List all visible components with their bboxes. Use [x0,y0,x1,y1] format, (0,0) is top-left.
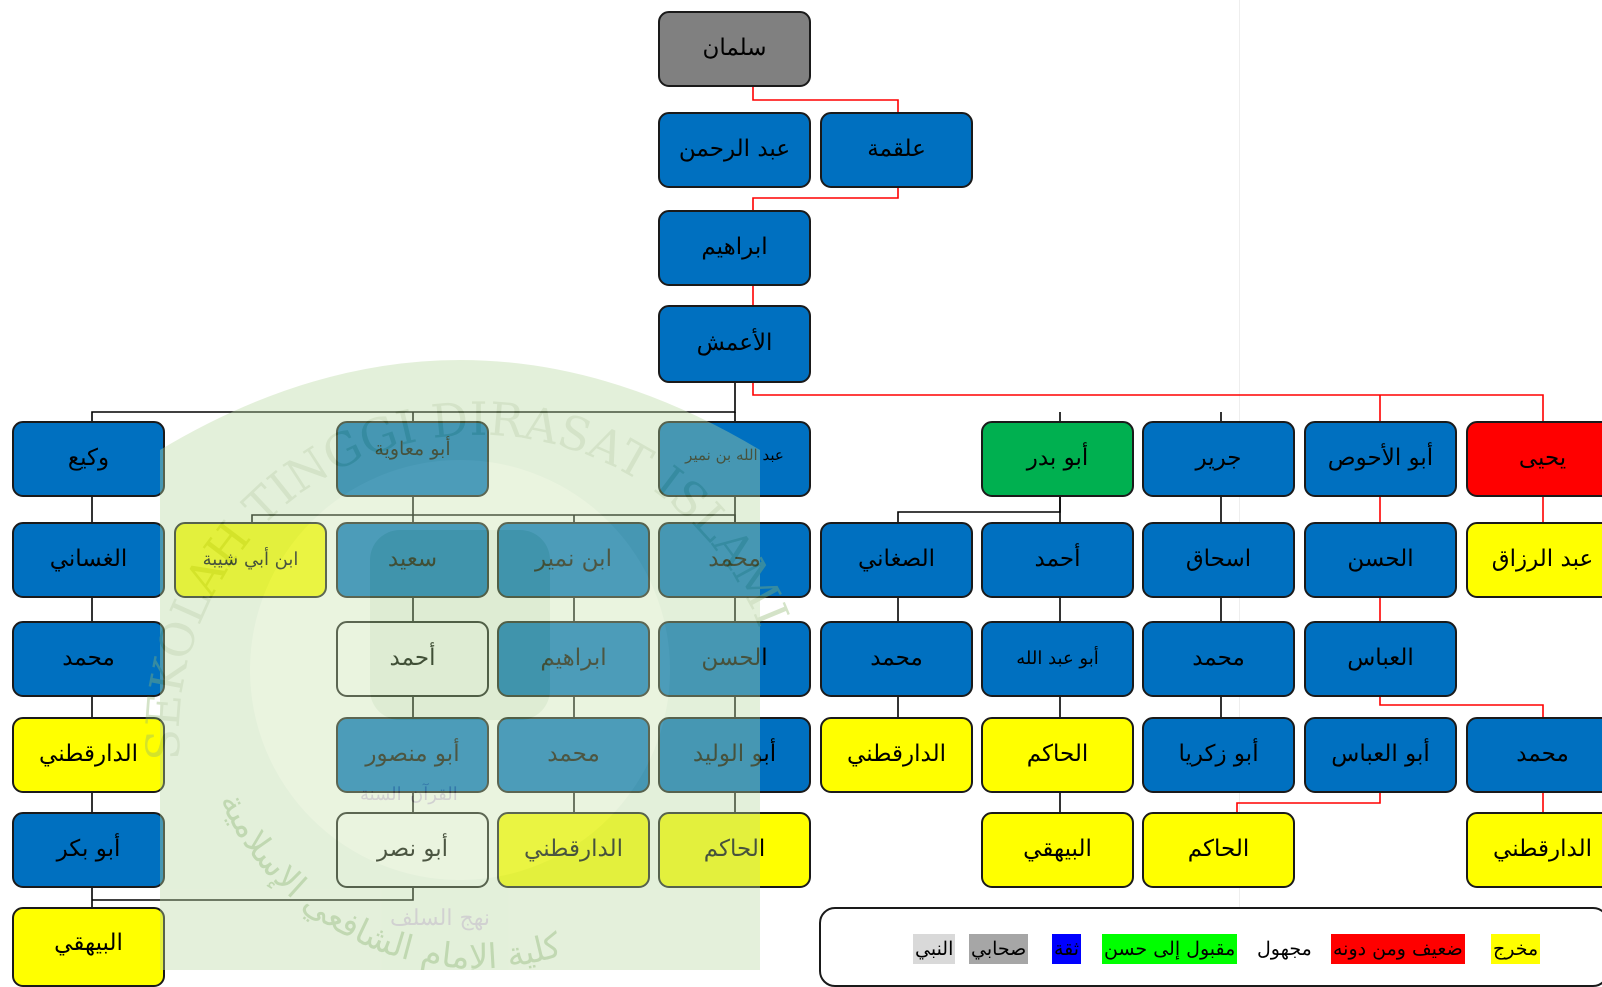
node-abu-abdullah: أبو عبد الله [981,621,1134,697]
node-abu-muawiya: أبو معاوية [336,421,489,497]
node-salman: سلمان [658,11,811,87]
node-abu-bakr: أبو بكر [12,812,165,888]
node-abu-abbas: أبو العباس [1304,717,1457,793]
node-ishaq: اسحاق [1142,522,1295,598]
node-saghani: الصغاني [820,522,973,598]
node-bayhaqi-hakim: البيهقي [981,812,1134,888]
node-abu-badr: أبو بدر [981,421,1134,497]
node-muhammad-ibrahim: محمد [497,717,650,793]
node-ibrahim: ابراهيم [658,210,811,286]
legend-thiqa: ثقة [1052,934,1082,964]
node-abbas: العباس [1304,621,1457,697]
node-ibrahim-numayr: ابراهيم [497,621,650,697]
node-abu-walid: أبو الوليد [658,717,811,793]
node-abu-ahwas: أبو الأحوص [1304,421,1457,497]
node-ahmad-saeed: أحمد [336,621,489,697]
node-ahmad-badr: أحمد [981,522,1134,598]
legend-maqbul: مقبول إلى حسن [1102,934,1238,964]
node-hasan-ahwas: الحسن [1304,522,1457,598]
node-daraqutni-saghani: الدارقطني [820,717,973,793]
node-muhammad-waki: محمد [12,621,165,697]
node-abdullah-ibn-numayr: عبد الله بن نمير [658,421,811,497]
legend-sahabi: صحابي [969,934,1029,964]
node-muhammad-2: محمد [658,522,811,598]
legend-daif: ضعيف ومن دونه [1331,934,1465,964]
node-waki: وكيع [12,421,165,497]
node-saeed: سعيد [336,522,489,598]
legend-mukharrij: مخرج [1491,934,1541,964]
node-hakim-zakariya: الحاكم [1142,812,1295,888]
node-yahya: يحيى [1466,421,1602,497]
node-hasan-2: الحسن [658,621,811,697]
node-jarir: جرير [1142,421,1295,497]
node-abdulrahman: عبد الرحمن [658,112,811,188]
node-aamash: الأعمش [658,305,811,383]
node-daraqutni-ibrahim: الدارقطني [497,812,650,888]
node-abdulrazzaq: عبد الرزاق [1466,522,1602,598]
legend-box: مخرج ضعيف ومن دونه مجهول مقبول إلى حسن ث… [819,907,1602,987]
node-abu-zakariya: أبو زكريا [1142,717,1295,793]
node-ibn-numayr: ابن نمير [497,522,650,598]
node-bayhaqi-bakr: البيهقي [12,907,165,987]
legend-nabi: النبي [913,934,956,964]
node-alqama: علقمة [820,112,973,188]
legend-majhul: مجهول [1257,938,1312,960]
node-ibn-abi-shayba: ابن أبي شيبة [174,522,327,598]
node-muhammad-saghani: محمد [820,621,973,697]
node-abu-mansur: أبو منصور [336,717,489,793]
node-ghassani: الغساني [12,522,165,598]
node-daraqutni-waki: الدارقطني [12,717,165,793]
node-muhammad-ishaq: محمد [1142,621,1295,697]
node-hakim-walid: الحاكم [658,812,811,888]
node-daraqutni-abbas: الدارقطني [1466,812,1602,888]
node-muhammad-abbas: محمد [1466,717,1602,793]
node-abu-nasr: أبو نصر [336,812,489,888]
node-hakim-abdullah: الحاكم [981,717,1134,793]
